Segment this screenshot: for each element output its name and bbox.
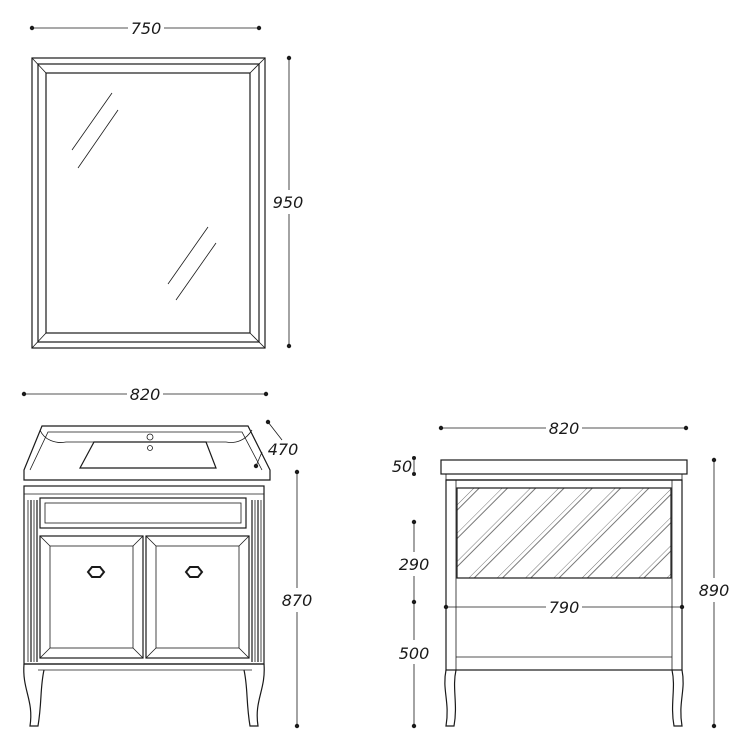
mirror-height-label: 950 xyxy=(273,193,304,212)
basin-bowl xyxy=(78,441,217,469)
side-left-leg xyxy=(444,669,457,727)
side-leg-height-label: 500 xyxy=(399,644,430,663)
cabinet-drawer xyxy=(39,497,247,529)
right-pilaster xyxy=(251,500,262,662)
side-panel-height-label: 290 xyxy=(399,555,430,574)
mirror-height-dimension: 950 xyxy=(273,55,304,349)
left-leg xyxy=(23,663,45,727)
side-countertop xyxy=(440,459,688,475)
right-door xyxy=(145,535,250,659)
mirror-frame-bevel xyxy=(37,63,260,343)
side-top-thickness-dimension: 50 xyxy=(392,456,416,476)
side-leg-height-dimension: 500 xyxy=(399,602,430,729)
side-top-thickness-label: 50 xyxy=(392,457,412,476)
vanity-height-dimension: 870 xyxy=(282,469,313,729)
mirror-width-dimension: 750 xyxy=(29,19,262,38)
left-door-handle xyxy=(86,566,106,578)
side-width-label: 820 xyxy=(549,419,580,438)
mirror-outer-frame xyxy=(31,57,266,349)
side-panel-height-dimension: 290 xyxy=(399,519,430,605)
mirror-width-label: 750 xyxy=(131,19,162,38)
vanity-side xyxy=(440,459,688,727)
vanity-depth-dimension: 470 xyxy=(253,419,299,469)
side-total-height-label: 890 xyxy=(699,581,730,600)
side-hatched-panel xyxy=(457,488,671,578)
vanity-height-label: 870 xyxy=(282,591,313,610)
vanity-front xyxy=(23,425,271,727)
side-width-dimension: 820 xyxy=(438,419,689,438)
mirror xyxy=(31,57,266,349)
vanity-depth-label: 470 xyxy=(268,440,299,459)
side-total-height-dimension: 890 xyxy=(699,457,730,729)
mirror-glass xyxy=(45,72,251,334)
side-inner-width-dimension: 790 xyxy=(443,598,685,617)
mirror-glare xyxy=(71,92,113,151)
side-inner-width-label: 790 xyxy=(549,598,580,617)
right-door-handle xyxy=(184,566,204,578)
left-door xyxy=(39,535,144,659)
cabinet-body xyxy=(23,485,265,665)
side-right-leg xyxy=(671,669,684,727)
vanity-width-label: 820 xyxy=(130,385,161,404)
vanity-width-dimension: 820 xyxy=(21,385,269,404)
basin-top xyxy=(23,425,271,481)
left-pilaster xyxy=(27,500,38,662)
right-leg xyxy=(243,663,265,727)
